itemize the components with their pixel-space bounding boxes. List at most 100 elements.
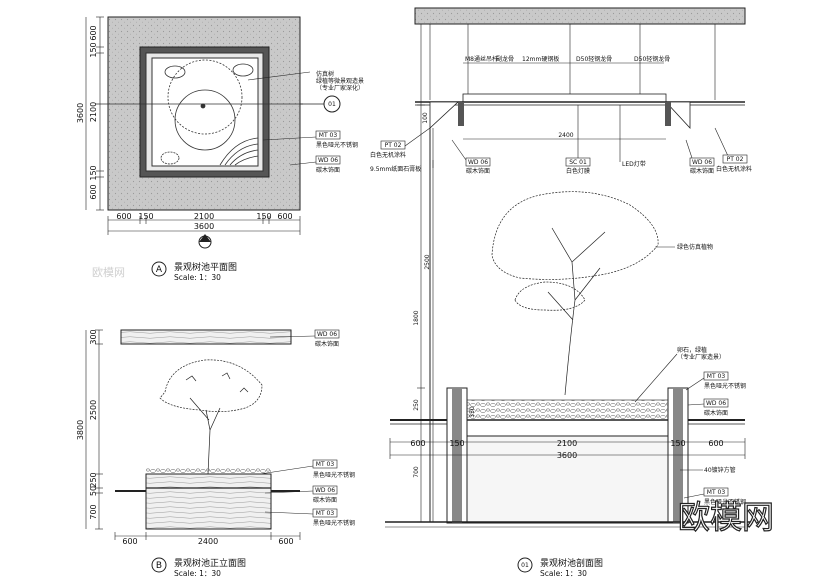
elev-planter-body xyxy=(145,473,272,530)
section-title-num: 01 xyxy=(521,562,529,569)
section-tree xyxy=(491,191,659,396)
section-tag-sc01: SC 01 xyxy=(569,159,587,166)
section-hangers xyxy=(429,24,716,100)
plan-dim-left-2: 2100 xyxy=(89,102,98,122)
section-tag-wd06-left: WD 06 xyxy=(468,159,488,166)
section-tag-wd06-right: WD 06 xyxy=(692,159,712,166)
section-title-marker xyxy=(517,557,533,573)
section-note-wd06b: 碳木饰面 xyxy=(704,409,728,417)
plan-view: 01 仿真树 绿植等微景观造景 （专业厂家深化） MT 03 黑色哑光不锈钢 W… xyxy=(76,16,364,282)
elev-dim-low-1: 250 xyxy=(89,472,98,487)
elev-top-note: 碳木饰面 xyxy=(315,340,339,348)
section-note-pt02-right: 白色无机涂料 xyxy=(716,165,752,173)
elev-tag-wd06: WD 06 xyxy=(315,487,335,494)
elevation-view: WD 06 碳木饰面 MT 03 黑色哑光不锈钢 WD 06 碳木饰面 xyxy=(76,329,355,578)
section-dim-left-1: 1800 xyxy=(413,310,420,325)
section-dim-bottom-4: 600 xyxy=(708,439,723,448)
plan-tag-wd06: WD 06 xyxy=(318,157,338,164)
elev-note-mt03a: 黑色哑光不锈钢 xyxy=(313,471,355,479)
plan-title: 景观树池平面图 xyxy=(174,261,237,273)
plan-tag-mt03: MT 03 xyxy=(319,132,338,139)
plan-note-wd06: 碳木饰面 xyxy=(316,166,340,174)
section-top-note-1: 副龙骨 xyxy=(496,55,514,63)
section-dims-bottom xyxy=(389,438,746,459)
section-top-notes: M8通丝吊杆 副龙骨 12mm硬钢板 D50轻钢龙骨 D50轻钢龙骨 xyxy=(463,55,670,64)
elev-ceiling-slab xyxy=(120,329,292,345)
plan-title-letter: A xyxy=(156,265,163,275)
section-dim-bottom-0: 600 xyxy=(410,439,425,448)
section-dims-left xyxy=(417,24,425,523)
elev-scale: Scale: 1：30 xyxy=(174,569,221,578)
section-callout-wd06-right: WD 06 碳木饰面 xyxy=(685,139,715,175)
section-callout-mt03b: MT 03 黑色哑光不锈钢 xyxy=(683,487,746,506)
plan-callout-tree-line2: 绿植等微景观造景 xyxy=(316,77,364,85)
plan-note-mt03: 黑色哑光不锈钢 xyxy=(316,141,358,149)
section-dim-left-2: 250 xyxy=(413,399,420,411)
plan-dims-bottom xyxy=(107,216,301,235)
elev-top-tag: WD 06 xyxy=(317,331,337,338)
plan-callout-tree-line3: （专业厂家深化） xyxy=(316,84,364,92)
section-dim-top-0: 100 xyxy=(422,112,429,124)
section-callout-wd06-left: WD 06 碳木饰面 xyxy=(451,139,491,175)
elev-dim-base: 700 xyxy=(89,504,98,519)
elev-title-marker xyxy=(151,557,167,573)
section-structural-slab xyxy=(414,7,746,25)
section-ceiling-joists xyxy=(462,93,667,103)
section-note-led: LED灯带 xyxy=(622,160,646,168)
section-tag-mt03b: MT 03 xyxy=(707,489,726,496)
section-top-note-4: D50轻钢龙骨 xyxy=(634,55,670,63)
brand-logo-text: 欧模网 xyxy=(678,498,774,536)
plan-dim-bottom-2: 2100 xyxy=(194,212,214,221)
plan-section-marker: 01 xyxy=(300,95,341,113)
plan-dim-bottom-3: 150 xyxy=(256,212,271,221)
section-dim-left-0: 2500 xyxy=(424,254,431,269)
section-planter-soil xyxy=(466,399,669,421)
elev-note-wd06: 碳木饰面 xyxy=(313,496,337,504)
section-note-wd06-left: 碳木饰面 xyxy=(466,167,490,175)
elev-dim-low-0: 50 xyxy=(89,486,98,496)
elev-note-mt03b: 黑色哑光不锈钢 xyxy=(313,519,355,527)
elev-dims-bottom xyxy=(114,532,301,540)
section-tag-pt02-right: PT 02 xyxy=(727,156,744,163)
section-callout-stone: 卵石，绿植 （专业厂家造景） xyxy=(634,346,725,403)
elev-callout-mt03b: MT 03 黑色哑光不锈钢 xyxy=(264,508,355,527)
elev-tag-mt03b: MT 03 xyxy=(316,510,335,517)
plan-dim-bottom-4: 600 xyxy=(277,212,292,221)
section-title: 景观树池剖面图 xyxy=(540,557,603,569)
section-callout-wd06b: WD 06 碳木饰面 xyxy=(687,398,729,417)
section-note-tree: 绿色仿真植物 xyxy=(677,243,713,251)
plan-title-marker xyxy=(151,261,167,277)
elev-title: 景观树池正立面图 xyxy=(174,557,246,569)
section-dim-350: 350 xyxy=(469,406,476,418)
plan-dim-left-0: 600 xyxy=(89,25,98,40)
elev-dim-bottom-0: 600 xyxy=(122,537,137,546)
section-planter-base xyxy=(466,435,669,524)
section-callout-led: LED灯带 xyxy=(619,105,646,168)
section-callout-tree: 绿色仿真植物 xyxy=(655,243,713,251)
plan-section-marker-label: 01 xyxy=(328,101,336,108)
section-view: M8通丝吊杆 副龙骨 12mm硬钢板 D50轻钢龙骨 D50轻钢龙骨 100 2… xyxy=(370,7,752,578)
plan-callout-wd06: WD 06 碳木饰面 xyxy=(289,155,341,174)
plan-callout-tree-line1: 仿真树 xyxy=(316,70,334,78)
section-callout-tube: 40镀锌方管 xyxy=(680,466,736,474)
plan-planting-graphic xyxy=(160,59,259,166)
elev-dim-bottom-1: 2400 xyxy=(198,537,218,546)
plan-dims-left xyxy=(85,16,104,211)
elev-dim-top-slab: 300 xyxy=(89,329,98,344)
plan-dim-bottom-0: 600 xyxy=(116,212,131,221)
section-note-stone-line1: 卵石，绿植 xyxy=(677,346,707,354)
elev-dim-height: 2500 xyxy=(89,400,98,420)
elev-tag-mt03a: MT 03 xyxy=(316,461,335,468)
section-tag-pt02-left: PT 02 xyxy=(385,142,402,149)
section-note-mt03a: 黑色哑光不锈钢 xyxy=(704,382,746,390)
plan-callout-mt03: MT 03 黑色哑光不锈钢 xyxy=(262,130,358,149)
plan-dim-bottom-1: 150 xyxy=(138,212,153,221)
elev-title-letter: B xyxy=(156,561,162,571)
section-top-note-3: D50轻钢龙骨 xyxy=(576,55,612,63)
plan-dim-left-total: 3600 xyxy=(76,103,85,123)
elev-callout-mt03a: MT 03 黑色哑光不锈钢 xyxy=(259,459,355,479)
section-callout-pt02-right: PT 02 白色无机涂料 xyxy=(714,127,752,173)
elev-dims-left xyxy=(85,329,103,530)
section-note-mt03b: 黑色哑光不锈钢 xyxy=(704,498,746,506)
